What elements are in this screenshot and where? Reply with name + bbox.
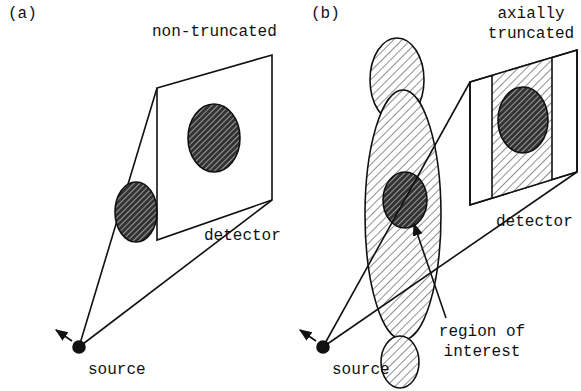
motion-arrow [56,330,72,341]
ray [323,82,470,347]
truncation-edge [551,57,553,180]
ray [79,200,272,347]
truncated-band [492,57,552,198]
detector-plate [470,50,577,205]
projection [188,104,240,172]
torso [365,90,441,340]
part-label: source [332,360,390,380]
detector-outline [470,50,577,205]
projection [498,87,548,153]
object [115,182,157,242]
panel-label: (b) [311,4,340,24]
part-label: axially truncated [485,4,577,44]
motion-arrow [300,330,316,341]
panel-a [56,55,272,353]
panel-b [300,38,577,388]
panel-label: (a) [8,4,37,24]
callout-label: region of interest [430,322,534,362]
source-dot [73,341,85,353]
part-label: detector [496,212,573,232]
ray [323,172,577,347]
source-dot [317,341,329,353]
part-label: non-truncated [152,22,277,42]
ray [79,88,157,347]
part-label: source [88,360,146,380]
truncation-edge [491,75,493,198]
leader-arrow [414,224,446,318]
part-label: detector [204,226,281,246]
